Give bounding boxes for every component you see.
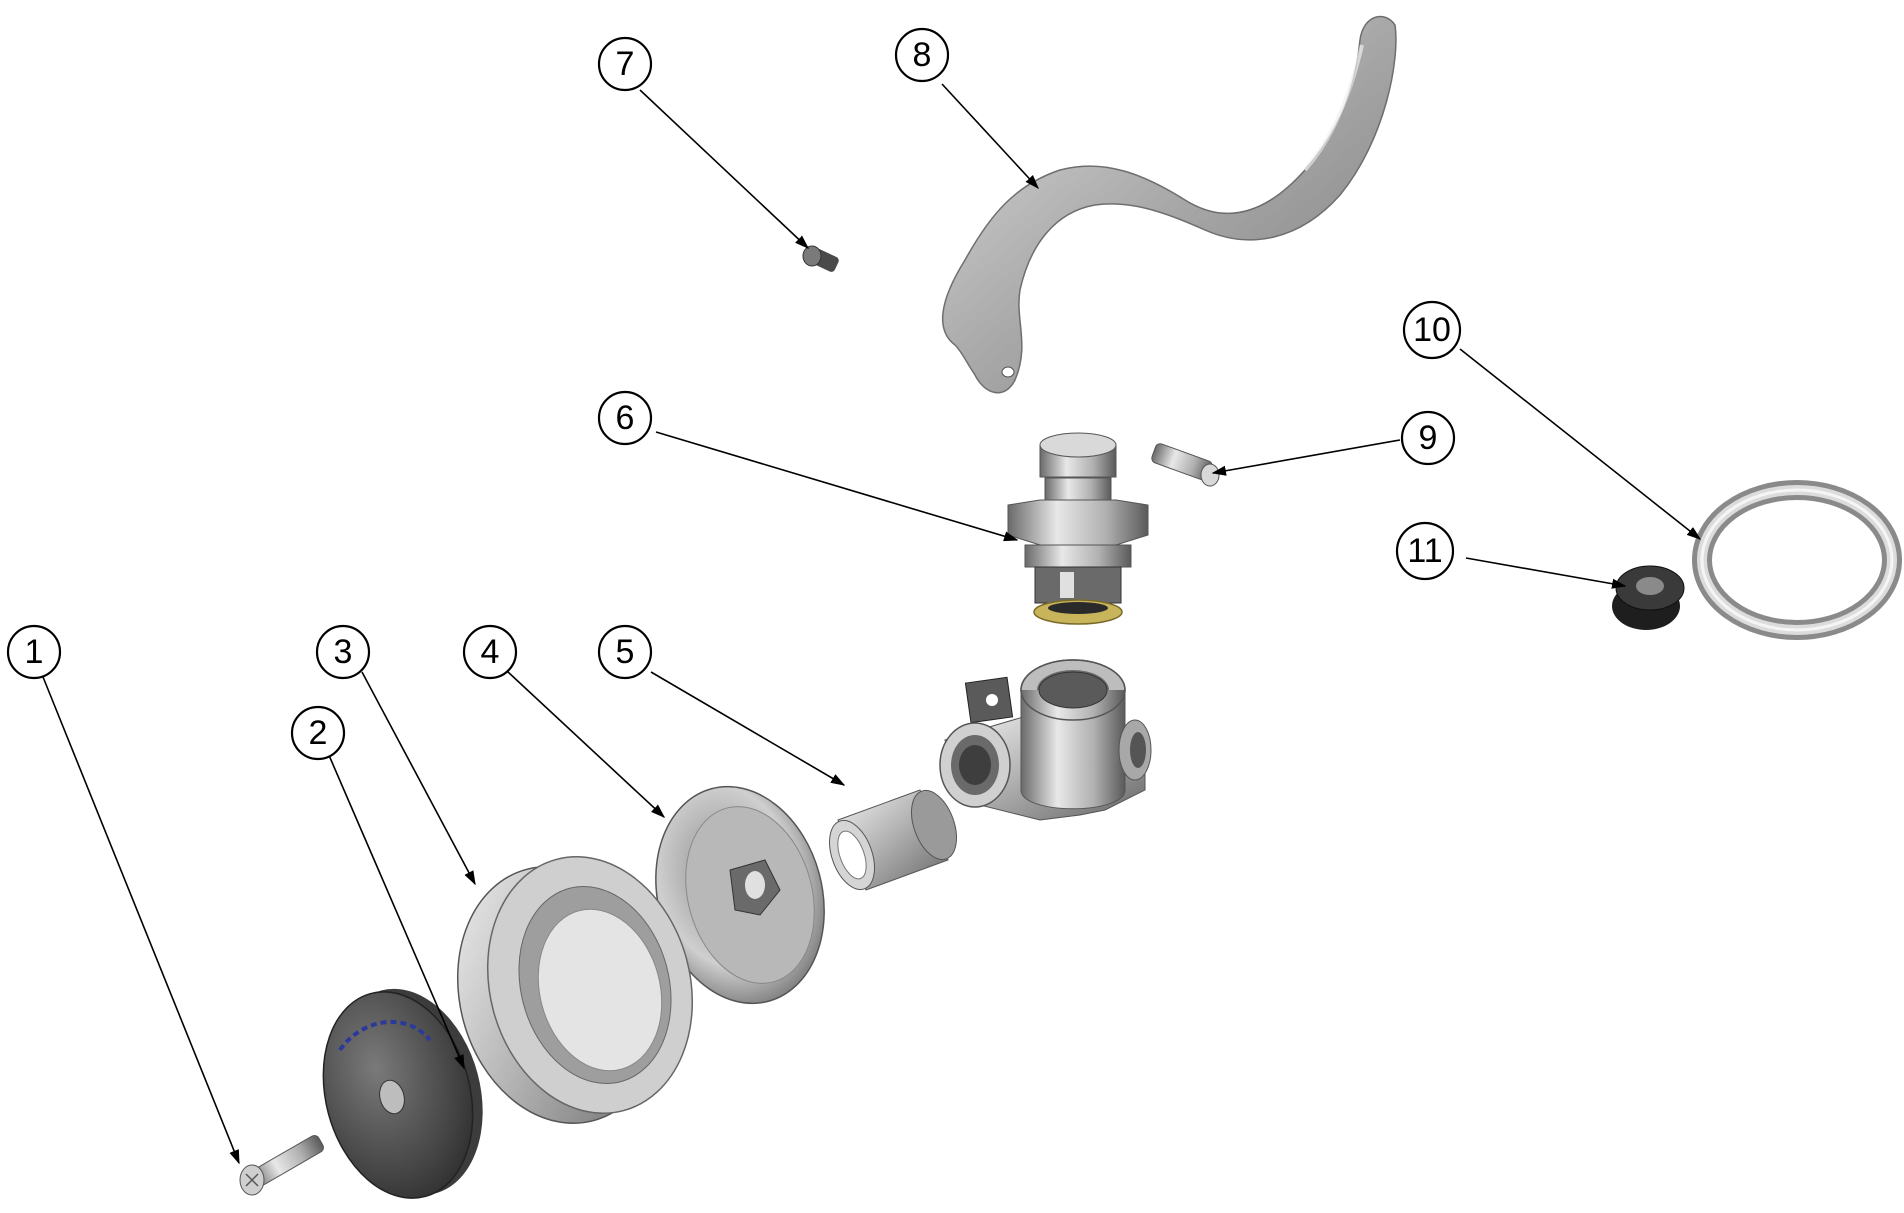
valve-body [939, 659, 1152, 821]
part-10-o-ring [1692, 480, 1902, 640]
callout-9-label: 9 [1419, 419, 1438, 457]
callout-3: 3 [315, 624, 371, 680]
callout-2-label: 2 [309, 714, 328, 752]
leader-9 [1211, 439, 1401, 476]
part-7-small-screw [802, 245, 839, 272]
leader-3 [361, 671, 476, 886]
callout-11: 11 [1395, 521, 1455, 581]
part-1-screw [239, 1135, 324, 1196]
leader-4 [507, 671, 666, 818]
part-9-screw [1151, 443, 1220, 487]
callout-6: 6 [597, 390, 653, 446]
part-8-lever-handle [942, 15, 1397, 394]
callout-1-label: 1 [25, 633, 44, 671]
callout-4-label: 4 [481, 633, 500, 671]
leader-2 [327, 752, 465, 1070]
callout-9: 9 [1400, 410, 1456, 466]
leader-8 [941, 83, 1039, 190]
part-11-washer [1612, 565, 1685, 630]
callout-1: 1 [6, 624, 62, 680]
part-4-escutcheon [655, 785, 825, 1005]
callout-8-label: 8 [913, 36, 932, 74]
callout-10: 10 [1402, 300, 1462, 360]
leader-5 [650, 671, 846, 786]
callout-5-label: 5 [616, 633, 635, 671]
callout-5: 5 [597, 624, 653, 680]
part-2-index-disc [322, 988, 483, 1199]
callout-3-label: 3 [334, 633, 353, 671]
leader-10 [1459, 348, 1702, 540]
callout-11-label: 11 [1407, 532, 1442, 570]
leader-6 [655, 431, 1019, 542]
part-6-cartridge [1007, 432, 1149, 625]
callouts: 1 2 3 4 5 6 7 8 [6, 27, 1462, 761]
part-3-flange-ring [456, 856, 694, 1124]
part-5-sleeve [829, 789, 957, 891]
leader-7 [639, 89, 810, 249]
leader-1 [40, 671, 240, 1165]
callout-8: 8 [894, 27, 950, 83]
callout-7: 7 [597, 36, 653, 92]
leader-lines [40, 83, 1702, 1165]
callout-4: 4 [462, 624, 518, 680]
leader-11 [1465, 557, 1627, 589]
callout-6-label: 6 [616, 399, 635, 437]
callout-7-label: 7 [616, 45, 635, 83]
callout-10-label: 10 [1413, 311, 1451, 349]
callout-2: 2 [290, 705, 346, 761]
